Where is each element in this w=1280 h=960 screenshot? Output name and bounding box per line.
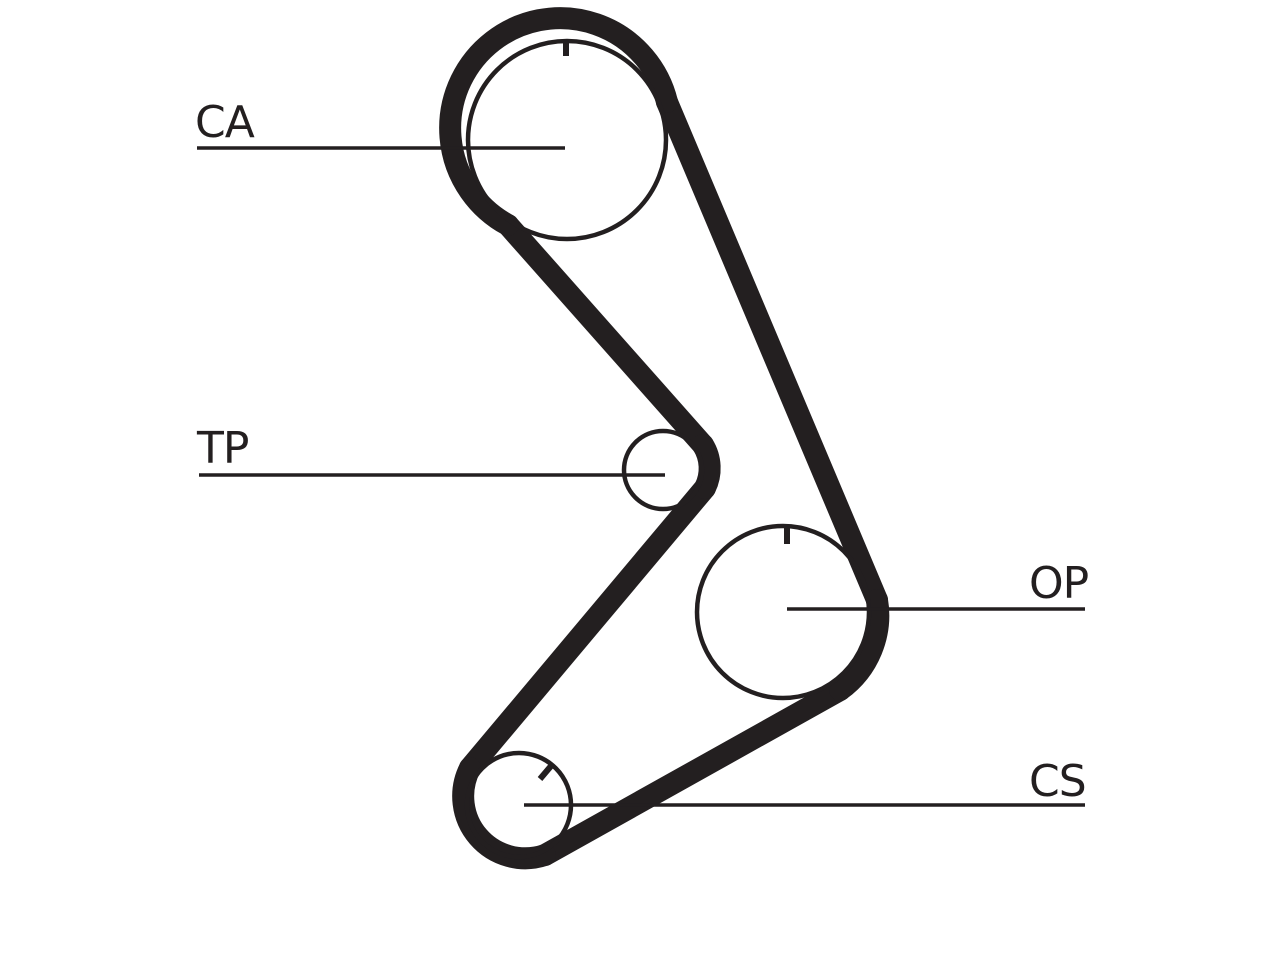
belt-run-op-to-cs [534,679,851,866]
timing-mark-cs [537,764,554,781]
label-op: OP [1029,558,1089,609]
pulley-tp [621,428,705,512]
belt-run-ca-to-op [656,91,888,611]
belt-wrap-cs [452,757,556,870]
pulley-ca [465,38,669,242]
belt-wrap-tp [692,434,721,499]
label-ca: CA [195,97,255,148]
timing-marks [537,40,790,781]
belt-wrap-ca [439,7,678,236]
leader-lines [197,146,1085,807]
belt-run-tp-to-ca [497,214,714,456]
label-cs: CS [1029,756,1086,807]
belt-run-cs-to-tp [459,477,716,779]
timing-belt [439,7,890,870]
belt-wrap-op [829,589,890,701]
label-tp: TP [196,423,249,474]
pulley-op [694,523,872,701]
